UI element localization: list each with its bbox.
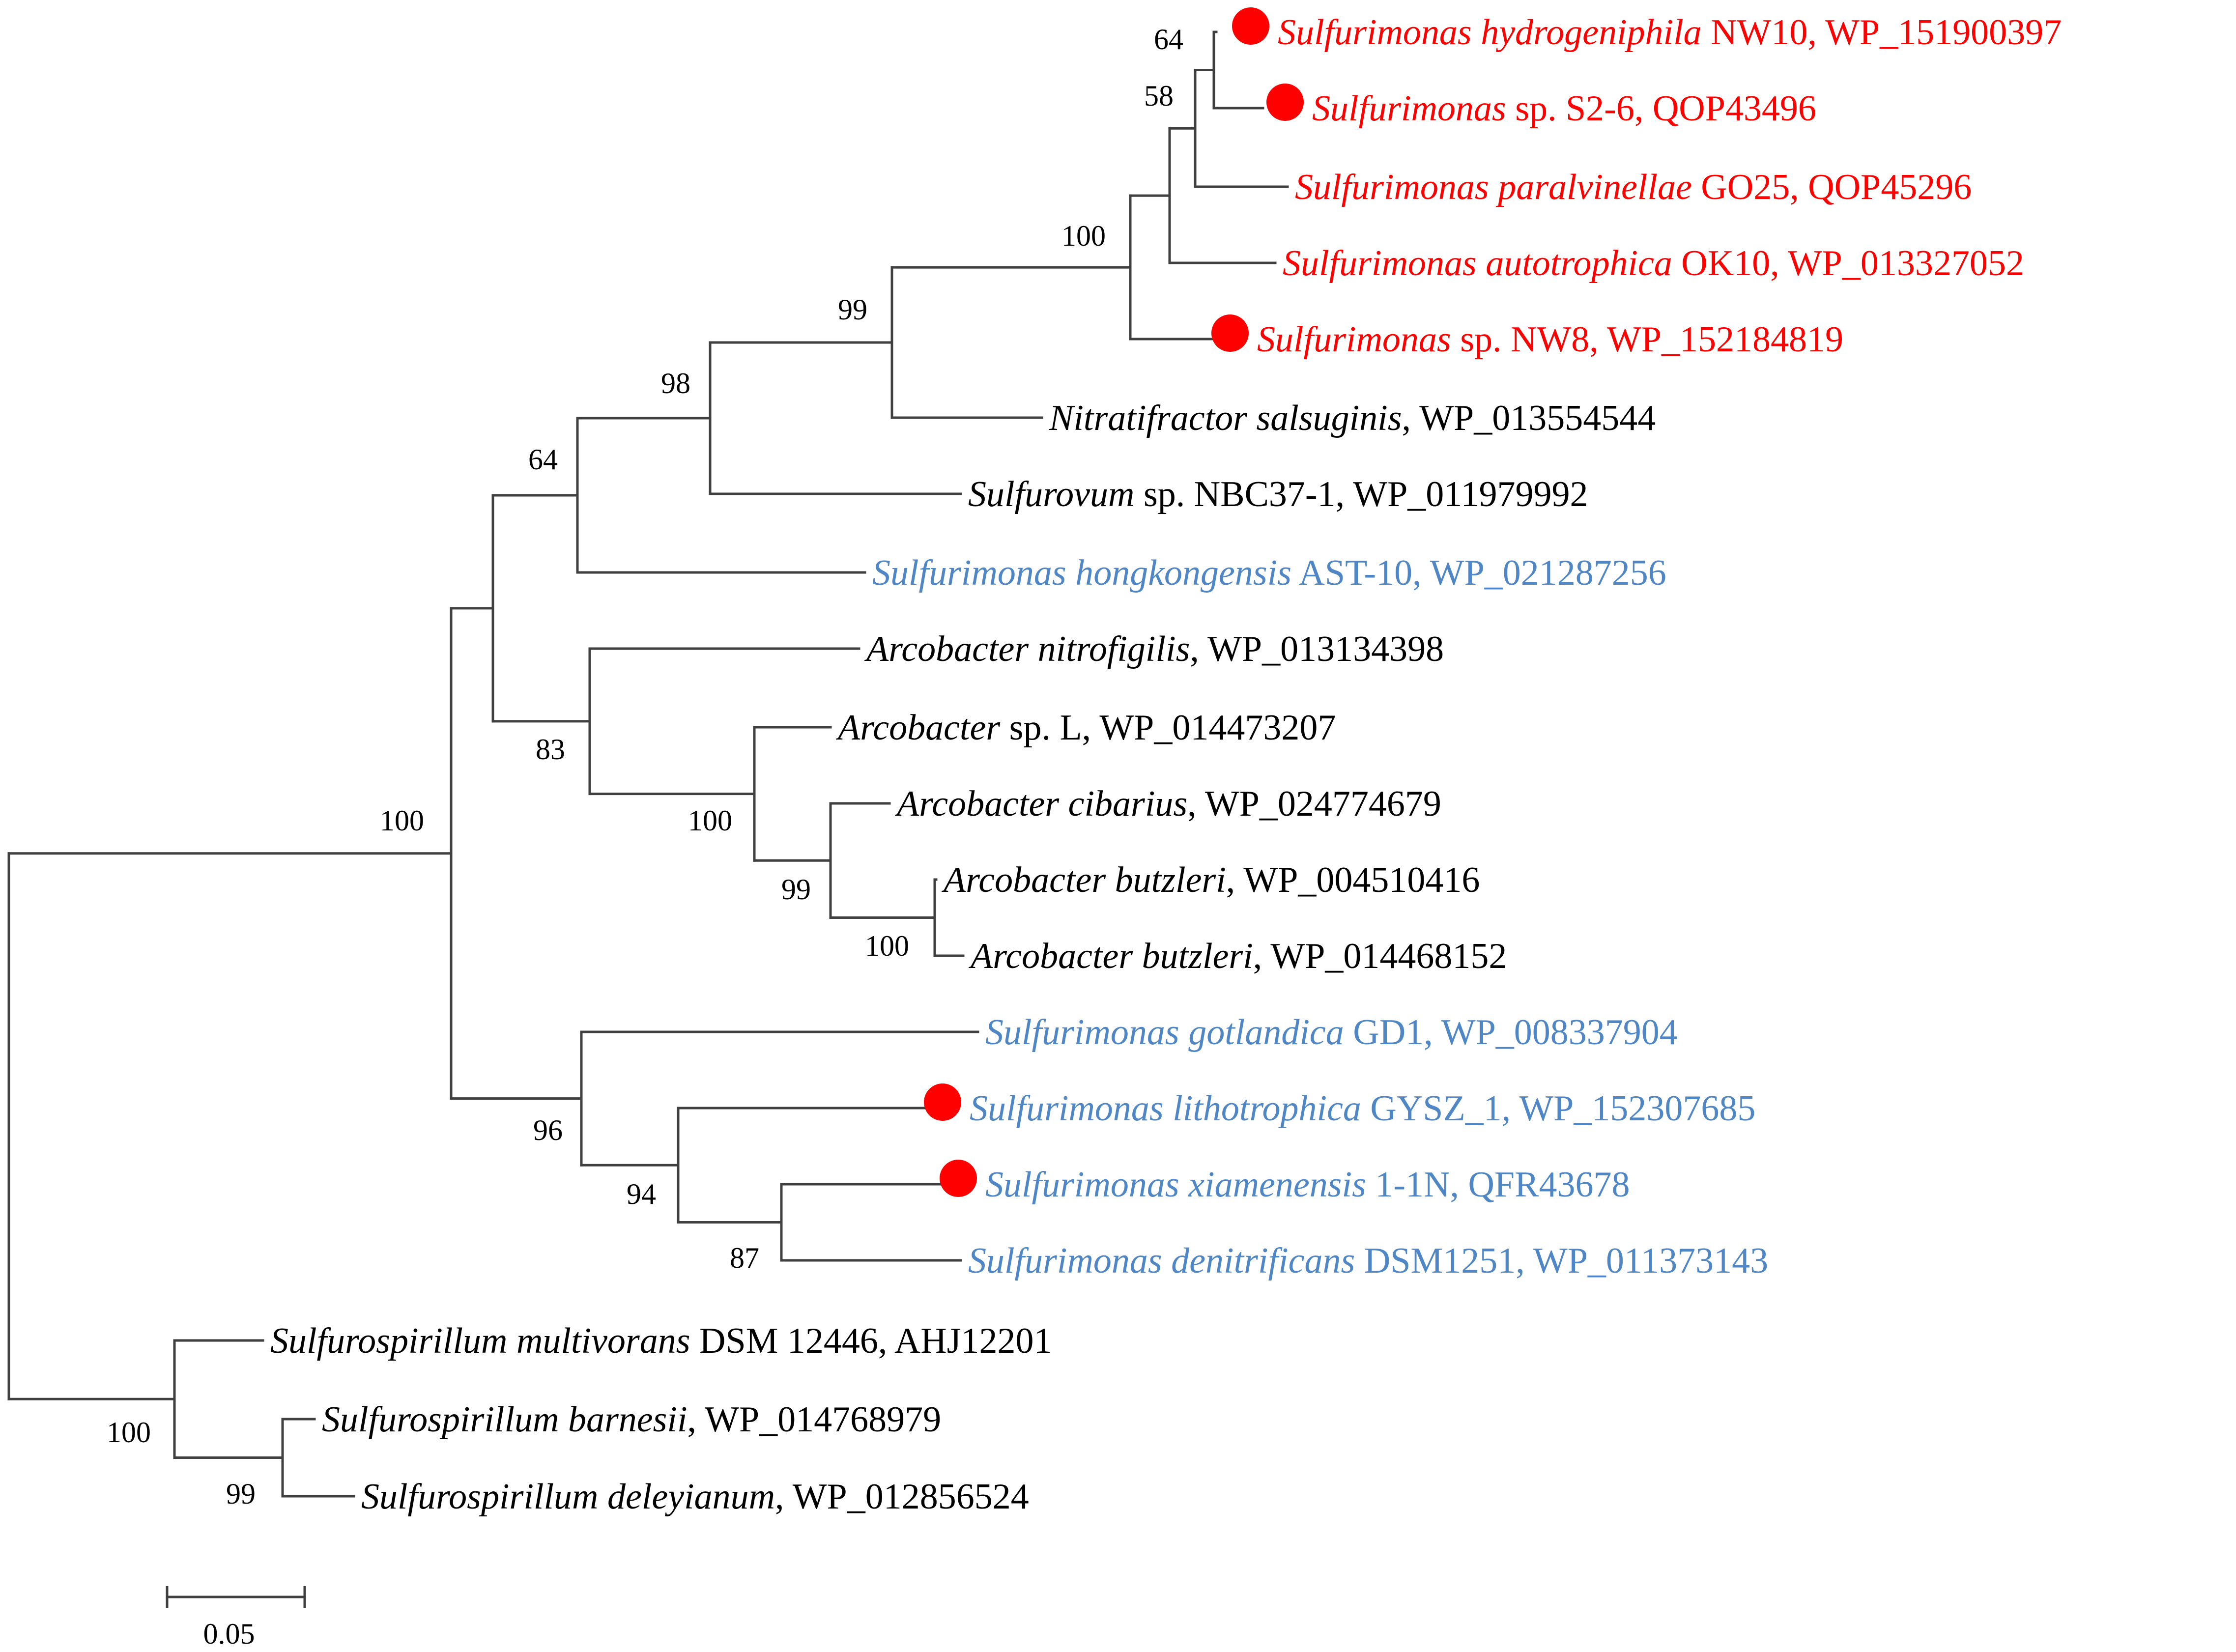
taxon-genus-species: Arcobacter butzleri [941, 860, 1226, 900]
taxon-strain-accession: , WP_013134398 [1190, 629, 1444, 669]
bootstrap-value: 83 [536, 733, 565, 766]
taxon-genus-species: Sulfurimonas lithotrophica [970, 1088, 1361, 1129]
taxon-label-t19: Sulfurospirillum barnesii, WP_014768979 [322, 1399, 941, 1440]
highlight-markers [924, 7, 1304, 1197]
taxon-label-t2: Sulfurimonas sp. S2-6, QOP43496 [1312, 88, 1816, 129]
taxon-genus-species: Sulfurospirillum deleyianum [361, 1477, 775, 1517]
taxon-genus-species: Arcobacter [835, 708, 1001, 748]
bootstrap-value: 99 [838, 293, 867, 326]
taxon-strain-accession: , WP_024774679 [1187, 784, 1441, 824]
taxon-label-t8: Sulfurimonas hongkongensis AST-10, WP_02… [872, 553, 1666, 593]
taxon-label-t5: Sulfurimonas sp. NW8, WP_152184819 [1257, 319, 1843, 360]
taxon-label-t14: Sulfurimonas gotlandica GD1, WP_00833790… [985, 1012, 1678, 1053]
bootstrap-value: 100 [865, 930, 909, 962]
taxon-genus-species: Sulfurimonas hydrogeniphila [1278, 12, 1702, 53]
bootstrap-value: 98 [661, 367, 690, 399]
bootstrap-value: 58 [1144, 80, 1174, 112]
taxon-strain-accession: GO25, QOP45296 [1692, 167, 1972, 207]
taxon-strain-accession: , WP_014768979 [688, 1399, 942, 1440]
bootstrap-value: 94 [627, 1178, 656, 1210]
taxon-label-t4: Sulfurimonas autotrophica OK10, WP_01332… [1283, 243, 2024, 284]
highlight-marker-t1 [1232, 7, 1269, 45]
bootstrap-value: 99 [226, 1478, 256, 1510]
taxon-strain-accession: , WP_004510416 [1226, 860, 1480, 900]
taxon-strain-accession: GD1, WP_008337904 [1344, 1012, 1678, 1053]
bootstrap-value: 96 [533, 1114, 563, 1146]
taxon-genus-species: Arcobacter nitrofigilis [864, 629, 1190, 669]
taxon-strain-accession: NW10, WP_151900397 [1702, 12, 2062, 53]
taxon-label-t12: Arcobacter butzleri, WP_004510416 [941, 860, 1480, 900]
highlight-marker-t2 [1266, 84, 1304, 121]
taxon-label-t13: Arcobacter butzleri, WP_014468152 [968, 936, 1507, 976]
bootstrap-value: 64 [1154, 23, 1183, 56]
taxon-genus-species: Sulfurimonas paralvinellae [1295, 167, 1692, 207]
bootstrap-value: 64 [528, 443, 558, 476]
taxon-label-t16: Sulfurimonas xiamenensis 1-1N, QFR43678 [985, 1165, 1630, 1205]
bootstrap-value: 87 [730, 1242, 759, 1274]
bootstrap-value: 100 [380, 804, 424, 837]
scale-bar: 0.05 [166, 1586, 306, 1650]
bootstrap-value: 100 [688, 804, 732, 837]
bootstrap-values: 64 58 100 99 98 64 83 100 99 100 100 96 94 87 100 99 [107, 23, 1183, 1510]
highlight-marker-t5 [1211, 314, 1249, 352]
taxon-genus-species: Arcobacter cibarius [894, 784, 1187, 824]
taxon-strain-accession: OK10, WP_013327052 [1672, 243, 2024, 284]
taxon-genus-species: Sulfurimonas [1312, 88, 1506, 129]
bootstrap-value: 100 [107, 1416, 151, 1449]
taxon-genus-species: Sulfurovum [968, 474, 1134, 514]
taxon-strain-accession: 1-1N, QFR43678 [1366, 1165, 1630, 1205]
taxon-strain-accession: sp. L, WP_014473207 [1000, 708, 1336, 748]
taxon-label-t10: Arcobacter sp. L, WP_014473207 [835, 708, 1336, 748]
taxon-genus-species: Sulfurimonas denitrificans [968, 1241, 1355, 1281]
bootstrap-value: 100 [1061, 220, 1106, 252]
taxon-genus-species: Sulfurimonas autotrophica [1283, 243, 1672, 284]
taxon-genus-species: Nitratifractor salsuginis [1049, 398, 1402, 438]
scale-bar-label: 0.05 [203, 1618, 255, 1650]
taxon-label-t20: Sulfurospirillum deleyianum, WP_01285652… [361, 1477, 1029, 1517]
taxon-label-t11: Arcobacter cibarius, WP_024774679 [894, 784, 1441, 824]
highlight-marker-t16 [940, 1160, 977, 1197]
taxon-label-t6: Nitratifractor salsuginis, WP_013554544 [1049, 398, 1656, 438]
highlight-marker-t15 [924, 1083, 961, 1121]
taxon-strain-accession: , WP_012856524 [775, 1477, 1029, 1517]
taxon-strain-accession: sp. NW8, WP_152184819 [1451, 319, 1843, 360]
taxon-strain-accession: sp. S2-6, QOP43496 [1506, 88, 1816, 129]
taxon-labels: Sulfurimonas hydrogeniphila NW10, WP_151… [270, 12, 2062, 1517]
taxon-strain-accession: sp. NBC37-1, WP_011979992 [1134, 474, 1588, 514]
taxon-label-t9: Arcobacter nitrofigilis, WP_013134398 [864, 629, 1444, 669]
taxon-strain-accession: DSM1251, WP_011373143 [1355, 1241, 1768, 1281]
taxon-genus-species: Sulfurospirillum multivorans [270, 1321, 690, 1361]
taxon-label-t18: Sulfurospirillum multivorans DSM 12446, … [270, 1321, 1052, 1361]
taxon-label-t1: Sulfurimonas hydrogeniphila NW10, WP_151… [1278, 12, 2062, 53]
taxon-strain-accession: , WP_014468152 [1253, 936, 1507, 976]
taxon-label-t3: Sulfurimonas paralvinellae GO25, QOP4529… [1295, 167, 1972, 207]
taxon-genus-species: Sulfurospirillum barnesii [322, 1399, 688, 1440]
taxon-strain-accession: AST-10, WP_021287256 [1291, 553, 1666, 593]
taxon-genus-species: Sulfurimonas gotlandica [985, 1012, 1344, 1053]
taxon-label-t15: Sulfurimonas lithotrophica GYSZ_1, WP_15… [970, 1088, 1755, 1129]
taxon-label-t17: Sulfurimonas denitrificans DSM1251, WP_0… [968, 1241, 1768, 1281]
taxon-label-t7: Sulfurovum sp. NBC37-1, WP_011979992 [968, 474, 1588, 514]
taxon-genus-species: Sulfurimonas [1257, 319, 1451, 360]
taxon-genus-species: Arcobacter butzleri [968, 936, 1253, 976]
taxon-strain-accession: DSM 12446, AHJ12201 [690, 1321, 1052, 1361]
taxon-genus-species: Sulfurimonas xiamenensis [985, 1165, 1366, 1205]
taxon-strain-accession: , WP_013554544 [1402, 398, 1656, 438]
taxon-strain-accession: GYSZ_1, WP_152307685 [1361, 1088, 1755, 1129]
taxon-genus-species: Sulfurimonas hongkongensis [872, 553, 1291, 593]
tree-branches [7, 30, 1289, 1498]
bootstrap-value: 99 [781, 873, 811, 906]
